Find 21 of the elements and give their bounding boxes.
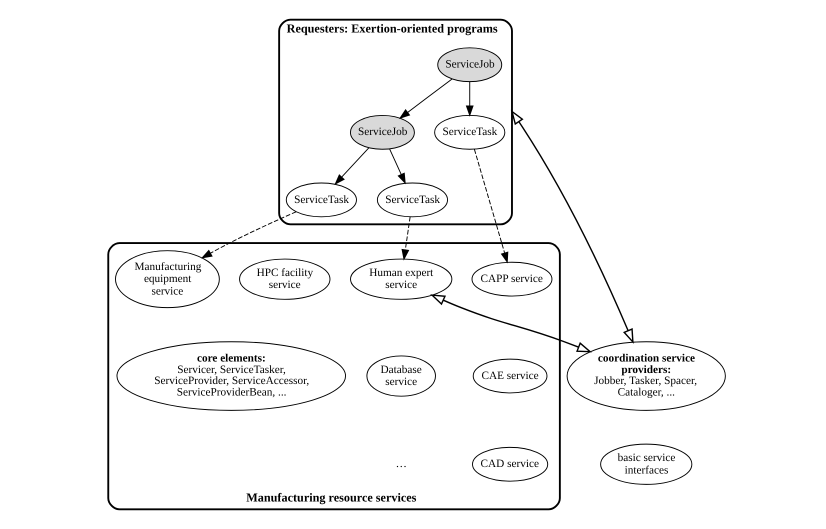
arrow xyxy=(510,110,634,344)
node-ellipse: ServiceTask xyxy=(286,182,357,218)
node-ellipse: CAE service xyxy=(472,358,548,394)
arrow xyxy=(466,81,474,117)
node-ellipse: CAD service xyxy=(472,446,548,482)
node-ellipse: ServiceJob xyxy=(350,114,415,150)
node-ellipse: CAPP service xyxy=(472,262,552,297)
node-ellipse: ServiceTask xyxy=(376,182,448,218)
arrow xyxy=(474,148,508,264)
node-ellipse: Database service xyxy=(366,355,436,397)
arrow xyxy=(398,78,453,119)
label: … xyxy=(396,458,407,470)
node-ellipse: ServiceJob xyxy=(437,47,502,82)
node-ellipse: core elements: Servicer, ServiceTasker, ServiceProvider, ServiceAccessor, ServiceProviderBean, ... xyxy=(116,341,346,411)
node-ellipse: Human expert service xyxy=(350,258,452,300)
arrow xyxy=(334,147,370,186)
arrow xyxy=(389,148,406,184)
node-ellipse: ServiceTask xyxy=(434,114,506,150)
arrow xyxy=(430,294,592,352)
node-ellipse: HPC facility service xyxy=(239,258,330,300)
node-ellipse: basic service interfaces xyxy=(600,444,692,485)
